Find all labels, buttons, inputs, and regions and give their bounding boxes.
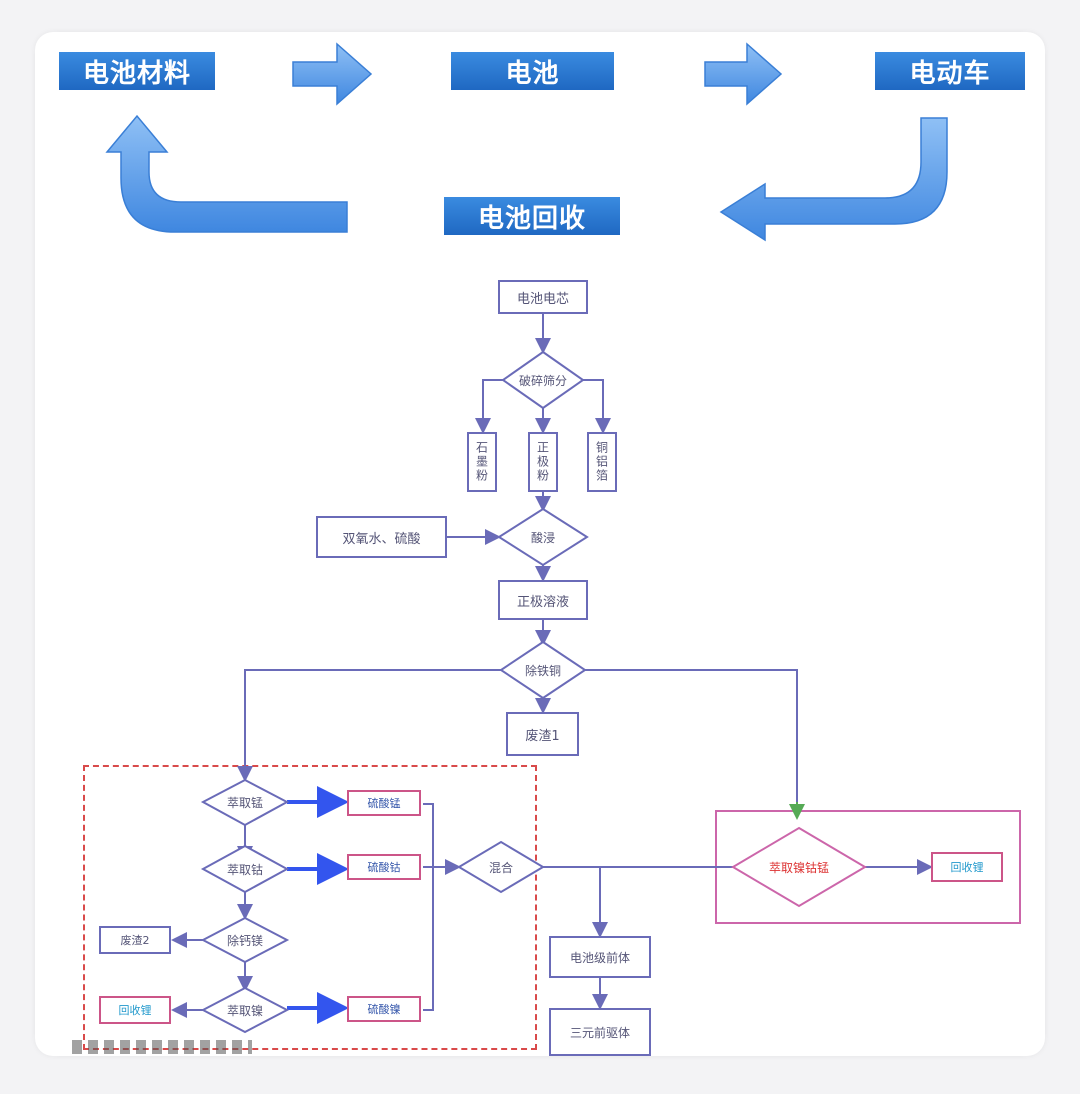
banner-battery-materials: 电池材料	[59, 52, 215, 90]
node-co-sulfate: 硫酸钴	[347, 854, 421, 880]
arrow-curve-up-left-icon	[105, 114, 348, 233]
node-mn-sulfate: 硫酸锰	[347, 790, 421, 816]
diamond-extract-co	[200, 844, 290, 894]
diamond-mix	[457, 840, 545, 894]
cycle-arrows	[105, 42, 948, 242]
node-recovered-left: 回收锂	[99, 996, 171, 1024]
label-extract-co: 萃取钴	[226, 862, 263, 877]
diamond-extract-mn	[200, 778, 290, 827]
node-residue-2: 废渣2	[99, 926, 171, 954]
diamond-co-extract	[731, 826, 867, 908]
label-co-extract: 萃取镍钴锰	[768, 860, 829, 875]
cutoff-text-fragment	[72, 1040, 252, 1054]
arrow-curve-down-left-icon	[719, 117, 948, 242]
label-extract-mn: 萃取锰	[226, 795, 263, 810]
node-recovered-right: 回收锂	[931, 852, 1003, 882]
banner-battery-recycling: 电池回收	[444, 197, 620, 235]
extraction-region	[83, 765, 537, 1050]
label-remove-ca-mg: 除钙镁	[226, 933, 263, 948]
label-extract-ni: 萃取镍	[226, 1003, 263, 1018]
diamond-crush	[501, 350, 585, 410]
node-ternary-precursor: 三元前驱体	[549, 1008, 651, 1056]
node-residue-1: 废渣1	[506, 712, 579, 756]
label-mix: 混合	[488, 860, 513, 875]
node-foil: 铜铝箔	[587, 432, 617, 492]
arrow-right-2-icon	[704, 42, 783, 106]
node-graphite: 石墨粉	[467, 432, 497, 492]
banner-ev: 电动车	[875, 52, 1025, 90]
banner-battery: 电池	[451, 52, 614, 90]
node-battery-cells: 电池电芯	[498, 280, 588, 314]
label-leach: 酸浸	[530, 530, 555, 545]
diamond-remove-ca-mg	[200, 916, 290, 964]
arrow-right-1-icon	[292, 42, 373, 106]
node-cathode-solution: 正极溶液	[498, 580, 588, 620]
diagram-card: 电池材料 电池 电动车 电池回收	[35, 32, 1045, 1056]
node-cathode-powder: 正极粉	[528, 432, 558, 492]
diamond-extract-ni	[200, 986, 290, 1034]
label-crush: 破碎筛分	[518, 373, 567, 388]
node-precursor: 电池级前体	[549, 936, 651, 978]
node-reagents: 双氧水、硫酸	[316, 516, 447, 558]
node-ni-sulfate: 硫酸镍	[347, 996, 421, 1022]
diamond-leach	[497, 507, 589, 567]
label-remove-fe-cu: 除铁铜	[524, 663, 561, 678]
diamond-remove-fe-cu	[499, 640, 587, 700]
